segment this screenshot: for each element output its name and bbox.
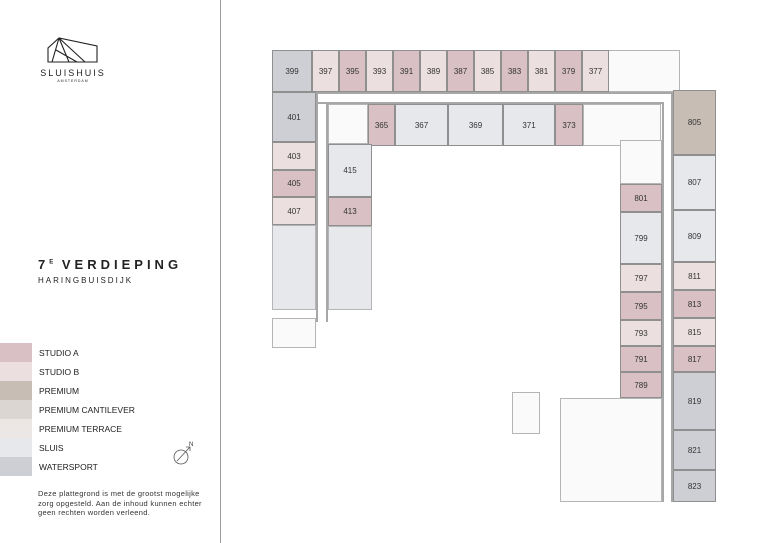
unit-797[interactable]: 797 — [620, 264, 662, 292]
legend-swatch — [0, 400, 32, 419]
compass: N — [172, 440, 196, 471]
unit-789[interactable]: 789 — [620, 372, 662, 398]
unit-811[interactable]: 811 — [673, 262, 716, 290]
unit-807[interactable]: 807 — [673, 155, 716, 210]
unit-365[interactable]: 365 — [368, 104, 395, 146]
unit-405[interactable]: 405 — [272, 170, 316, 197]
unit-799[interactable]: 799 — [620, 212, 662, 264]
legend-label: STUDIO B — [39, 366, 80, 377]
unit-813[interactable]: 813 — [673, 290, 716, 318]
north-arrow-icon: N — [173, 442, 193, 465]
legend: STUDIO A STUDIO B PREMIUM PREMIUM CANTILEVE… — [0, 343, 135, 476]
unit-395[interactable]: 395 — [339, 50, 366, 92]
unit-373[interactable]: 373 — [555, 104, 583, 146]
unit-801[interactable]: 801 — [620, 184, 662, 212]
compass-label: N — [189, 442, 193, 448]
stairwell — [512, 392, 540, 434]
unit-823[interactable]: 823 — [673, 470, 716, 502]
service-area — [560, 398, 662, 502]
unit-383[interactable]: 383 — [501, 50, 528, 92]
stairwell — [328, 104, 368, 144]
legend-label: SLUIS — [39, 442, 64, 453]
brand-name: SLUISHUIS — [40, 68, 106, 78]
unit-371[interactable]: 371 — [503, 104, 555, 146]
unit-385[interactable]: 385 — [474, 50, 501, 92]
service-area — [608, 50, 680, 92]
unit-817[interactable]: 817 — [673, 346, 716, 372]
legend-label: PREMIUM TERRACE — [39, 423, 122, 434]
unit-415[interactable]: 415 — [328, 144, 372, 197]
legend-item: PREMIUM TERRACE — [0, 419, 135, 438]
unit-791[interactable]: 791 — [620, 346, 662, 372]
unit-809[interactable]: 809 — [673, 210, 716, 262]
legend-item: STUDIO A — [0, 343, 135, 362]
legend-item: PREMIUM — [0, 381, 135, 400]
unit-381[interactable]: 381 — [528, 50, 555, 92]
logo: SLUISHUIS AMSTERDAM — [38, 36, 108, 83]
unit-area — [272, 225, 316, 310]
unit-367[interactable]: 367 — [395, 104, 448, 146]
unit-377[interactable]: 377 — [582, 50, 609, 92]
corridor-wall — [662, 102, 664, 502]
corridor-wall — [316, 92, 318, 322]
disclaimer: Deze plattegrond is met de grootst mogel… — [38, 489, 202, 517]
unit-369[interactable]: 369 — [448, 104, 503, 146]
unit-397[interactable]: 397 — [312, 50, 339, 92]
floor-title: 7E VERDIEPING — [38, 257, 183, 272]
legend-swatch — [0, 381, 32, 400]
unit-391[interactable]: 391 — [393, 50, 420, 92]
unit-399[interactable]: 399 — [272, 50, 312, 92]
legend-swatch — [0, 343, 32, 362]
corridor-wall — [316, 92, 682, 94]
legend-label: STUDIO A — [39, 347, 79, 358]
sluishuis-logo-icon — [47, 37, 98, 63]
legend-item: WATERSPORT — [0, 457, 135, 476]
unit-795[interactable]: 795 — [620, 292, 662, 320]
corridor-wall — [316, 102, 664, 104]
legend-label: PREMIUM CANTILEVER — [39, 404, 135, 415]
legend-swatch — [0, 362, 32, 381]
unit-815[interactable]: 815 — [673, 318, 716, 346]
unit-793[interactable]: 793 — [620, 320, 662, 346]
unit-407[interactable]: 407 — [272, 197, 316, 225]
unit-387[interactable]: 387 — [447, 50, 474, 92]
unit-401[interactable]: 401 — [272, 92, 316, 142]
unit-821[interactable]: 821 — [673, 430, 716, 470]
legend-swatch — [0, 438, 32, 457]
legend-swatch — [0, 419, 32, 438]
brand-city: AMSTERDAM — [57, 79, 89, 83]
legend-item: STUDIO B — [0, 362, 135, 381]
unit-413[interactable]: 413 — [328, 197, 372, 226]
unit-403[interactable]: 403 — [272, 142, 316, 170]
service-area — [620, 140, 662, 184]
corridor-wall — [326, 102, 328, 322]
unit-389[interactable]: 389 — [420, 50, 447, 92]
corridor-wall — [671, 92, 673, 502]
legend-item: SLUIS — [0, 438, 135, 457]
legend-item: PREMIUM CANTILEVER — [0, 400, 135, 419]
unit-805[interactable]: 805 — [673, 90, 716, 155]
unit-819[interactable]: 819 — [673, 372, 716, 430]
unit-393[interactable]: 393 — [366, 50, 393, 92]
floor-subtitle: HARINGBUISDIJK — [38, 276, 134, 285]
legend-swatch — [0, 457, 32, 476]
stairwell — [272, 318, 316, 348]
legend-label: PREMIUM — [39, 385, 80, 396]
panel-divider — [220, 0, 221, 543]
legend-label: WATERSPORT — [39, 461, 98, 472]
unit-379[interactable]: 379 — [555, 50, 582, 92]
unit-area — [328, 226, 372, 310]
